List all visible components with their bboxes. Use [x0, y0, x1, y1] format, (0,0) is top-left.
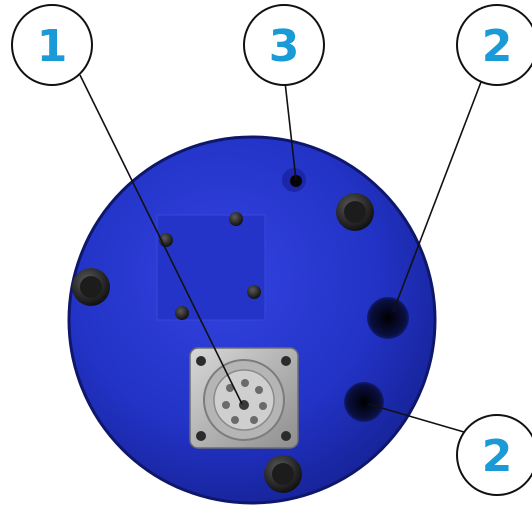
- device-body: [69, 137, 435, 503]
- connector: [190, 348, 298, 448]
- callout-label: 3: [269, 21, 300, 72]
- mounting-hole: [367, 297, 409, 339]
- large-bolt-hex: [344, 201, 366, 223]
- plate-screw: [229, 212, 243, 226]
- connector-pin: [259, 402, 267, 410]
- callout-label: 2: [482, 21, 513, 72]
- connector-pin: [241, 379, 249, 387]
- flange-screw: [281, 356, 291, 366]
- callout-2-bottom: 2: [457, 415, 532, 495]
- connector-pin: [250, 416, 258, 424]
- recessed-plate: [157, 215, 265, 320]
- large-bolt-hex: [80, 276, 102, 298]
- leader-line-2a: [393, 82, 481, 312]
- callout-label: 2: [482, 431, 513, 482]
- mounting-hole: [344, 382, 384, 422]
- flange-screw: [196, 356, 206, 366]
- flange-screw: [196, 431, 206, 441]
- plate-screw: [175, 306, 189, 320]
- large-bolt-hex: [272, 463, 294, 485]
- callout-3: 3: [244, 5, 324, 85]
- callout-1: 1: [12, 5, 92, 85]
- callout-label: 1: [37, 21, 68, 72]
- connector-pin: [222, 401, 230, 409]
- connector-pin: [255, 386, 263, 394]
- callout-2-top: 2: [457, 5, 532, 85]
- connector-pin: [231, 416, 239, 424]
- plate-screw: [247, 285, 261, 299]
- flange-screw: [281, 431, 291, 441]
